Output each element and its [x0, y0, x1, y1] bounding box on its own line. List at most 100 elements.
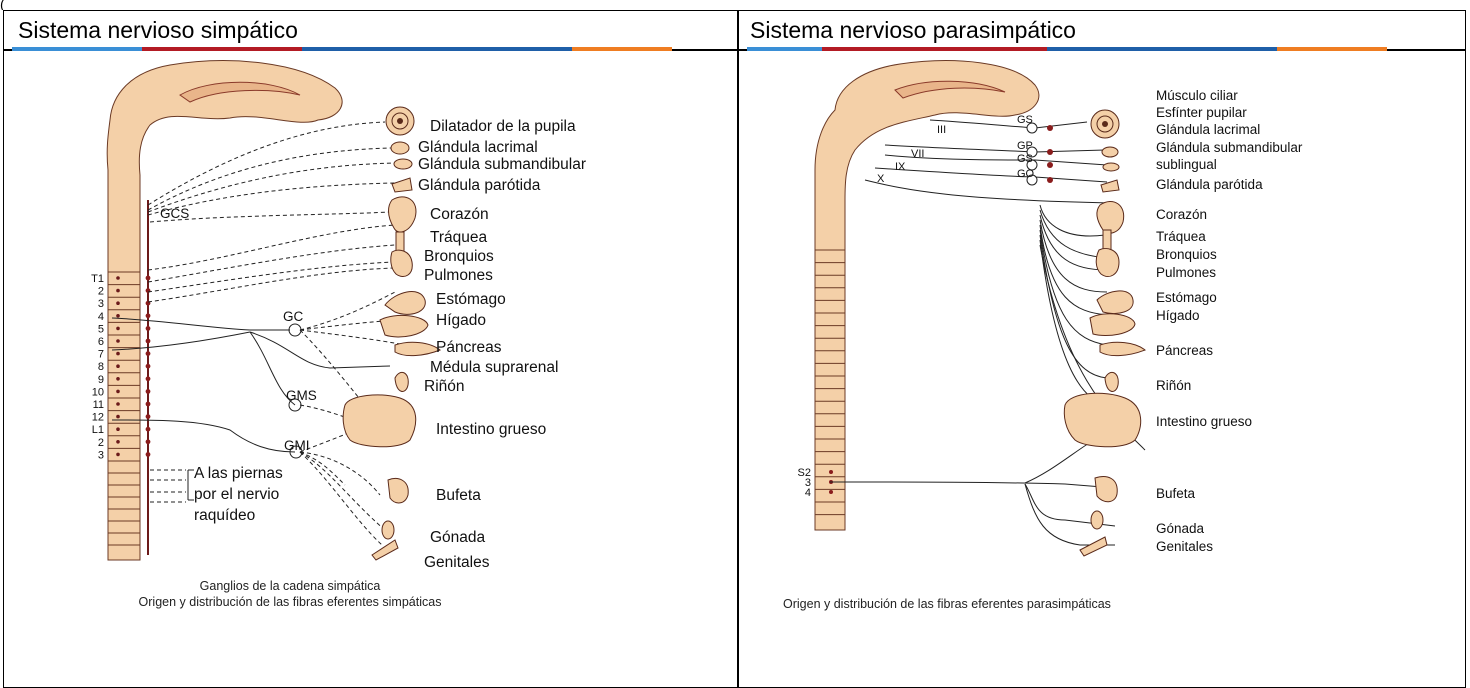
chain-ganglion [146, 414, 151, 419]
ganglion-label: GS [1017, 114, 1033, 126]
segment-dot [829, 470, 833, 474]
segment-label: 10 [92, 386, 104, 398]
large-intestine-icon [1064, 393, 1140, 447]
segment-label: 12 [92, 412, 104, 424]
segment-label: 7 [98, 349, 104, 361]
lacrimal-gland-icon [391, 142, 409, 154]
organ-label: Bufeta [436, 487, 481, 504]
organ-label: Riñón [1156, 378, 1191, 393]
organ-label: Hígado [1156, 308, 1200, 323]
organ-label: Bufeta [1156, 486, 1196, 501]
organ-label: Páncreas [1156, 343, 1213, 358]
segment-dot [829, 490, 833, 494]
genitals-icon [1080, 537, 1107, 556]
segment-dot [116, 327, 120, 331]
segment-label: 5 [98, 323, 104, 335]
stomach-icon [1097, 291, 1133, 314]
segment-dot [116, 453, 120, 457]
sympathetic-diagram: T123456789101112L123 [0, 0, 735, 688]
organ-label: Gónada [430, 529, 486, 546]
nerve-label: III [937, 124, 946, 136]
gonad-icon [1091, 511, 1103, 529]
chain-ganglion [146, 351, 151, 356]
segment-dot [116, 314, 120, 318]
segment-label: 8 [98, 361, 104, 373]
kidney-icon [395, 372, 408, 391]
sublingual-gland-icon [1103, 163, 1119, 171]
chain-ganglion [146, 452, 151, 457]
gonad-icon [382, 521, 394, 539]
pancreas-icon [395, 342, 440, 355]
submandibular-gland-icon [394, 159, 412, 169]
segment-label: 4 [98, 311, 104, 323]
segment-label: 2 [98, 437, 104, 449]
ganglion-label: GS [1017, 153, 1033, 165]
bladder-icon [388, 479, 408, 503]
segment-dot [116, 415, 120, 419]
liver-icon [1090, 314, 1135, 336]
organ-label: Glándula submandibular [418, 156, 586, 173]
segment-label: 4 [805, 487, 811, 499]
segment-dot [116, 427, 120, 431]
segment-dot [116, 364, 120, 368]
organ-label: sublingual [1156, 157, 1217, 172]
segment-label: 6 [98, 336, 104, 348]
nerve-labels: III VII IX X [877, 124, 946, 185]
organ-label: Hígado [436, 312, 486, 329]
organ-label: Estómago [436, 291, 506, 308]
organ-label: Intestino grueso [1156, 414, 1252, 429]
segment-label: 11 [93, 399, 104, 411]
nerve-label: X [877, 173, 885, 185]
chain-ganglion [146, 276, 151, 281]
segment-dot [116, 390, 120, 394]
ganglion-label: GO [1017, 168, 1035, 180]
organ-label: Pulmones [424, 267, 493, 284]
pancreas-icon [1100, 342, 1145, 355]
segment-dot [116, 402, 120, 406]
chain-ganglion [146, 288, 151, 293]
segment-dot [116, 352, 120, 356]
organ-label: Esfínter pupilar [1156, 105, 1247, 120]
organ-illustrations [1064, 110, 1145, 556]
caption-line: Origen y distribución de las fibras efer… [783, 597, 1111, 611]
organ-label: Bronquios [1156, 247, 1217, 262]
organ-label: Glándula lacrimal [1156, 122, 1260, 137]
organ-label: Corazón [430, 206, 489, 223]
organ-label: Genitales [1156, 539, 1213, 554]
organ-illustrations [343, 107, 440, 560]
liver-icon [380, 315, 428, 337]
heart-icon [1097, 201, 1124, 233]
lungs-icon [1096, 249, 1119, 277]
sacral-fibers [830, 430, 1115, 545]
chain-ganglion [146, 402, 151, 407]
caption: Origen y distribución de las fibras efer… [783, 597, 1111, 611]
kidney-icon [1105, 372, 1118, 391]
segment-dot [116, 377, 120, 381]
organ-labels: Dilatador de la pupila Glándula lacrimal… [418, 118, 586, 571]
ganglion-label: GC [283, 309, 304, 324]
organ-label: Pulmones [1156, 265, 1216, 280]
nerve-label: IX [895, 161, 906, 173]
lungs-icon [391, 250, 412, 276]
organ-label: Gónada [1156, 521, 1205, 536]
segment-label: 3 [98, 449, 104, 461]
segment-dot [116, 339, 120, 343]
organ-label: Dilatador de la pupila [430, 118, 576, 135]
segment-label: L1 [92, 424, 104, 436]
chain-ganglion [146, 389, 151, 394]
segment-label: 3 [98, 298, 104, 310]
chain-ganglion [146, 439, 151, 444]
brain-spinal-cord [815, 61, 1039, 530]
organ-label: Corazón [1156, 207, 1207, 222]
organ-label: Tráquea [430, 229, 488, 246]
chain-ganglion [146, 376, 151, 381]
organ-label: Músculo ciliar [1156, 88, 1238, 103]
segment-dot [116, 289, 120, 293]
organ-label: Bronquios [424, 248, 494, 265]
segment-dot [116, 440, 120, 444]
ganglion-label: GMI [284, 438, 310, 453]
organ-labels: Músculo ciliar Esfínter pupilar Glándula… [1156, 88, 1303, 554]
ganglion-label: GMS [286, 388, 317, 403]
genitals-icon [372, 540, 398, 560]
